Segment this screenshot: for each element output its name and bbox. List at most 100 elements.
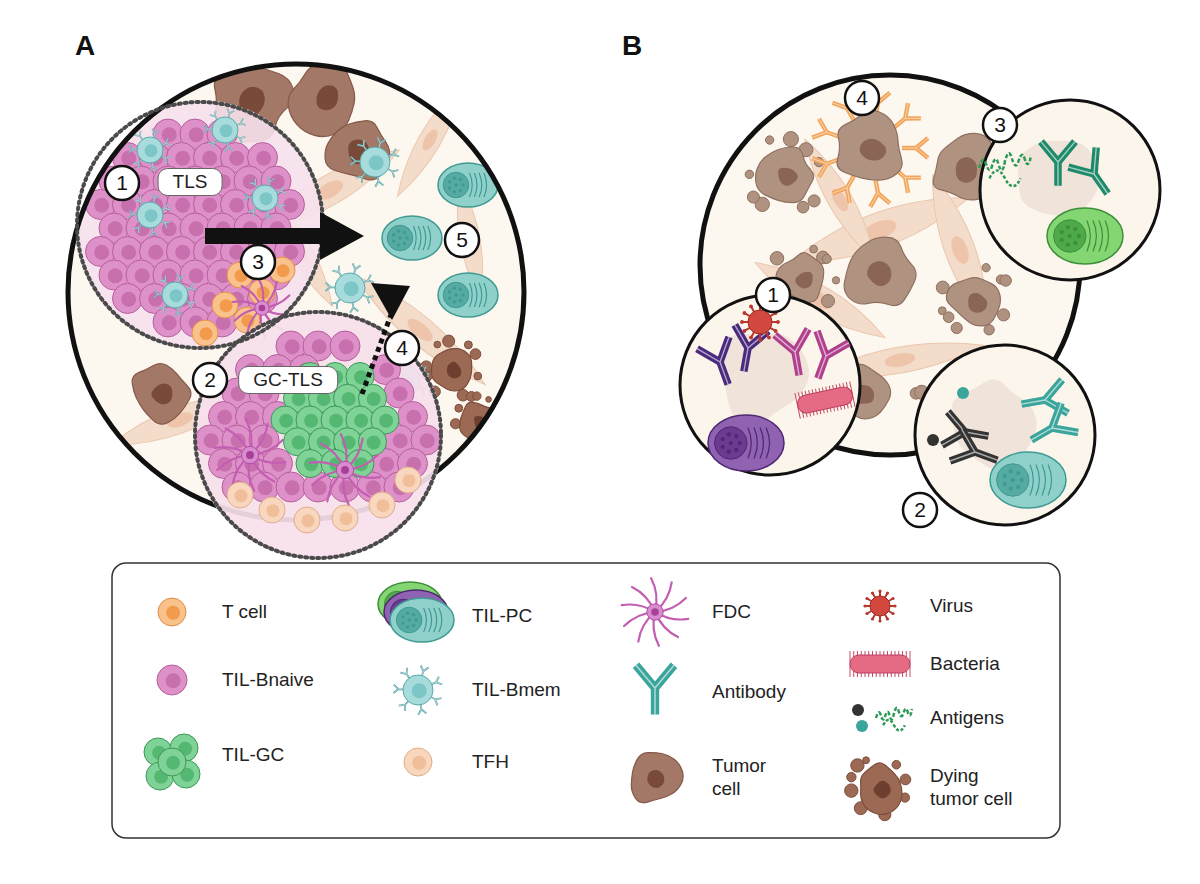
tfh-cell-nucleus <box>302 514 315 527</box>
callout-number: 1 <box>767 283 779 307</box>
naive-b-cell-nucleus <box>420 433 435 448</box>
tfh-cell <box>369 492 395 518</box>
t-cell-nucleus <box>277 264 290 277</box>
chromatin <box>403 231 406 234</box>
tumor-cell <box>288 61 354 137</box>
naive-b-cell-nucleus <box>121 198 136 213</box>
fdc-nucleus <box>259 305 266 312</box>
antibody-chain <box>866 178 890 207</box>
chromatin <box>453 286 456 289</box>
naive-b-cell-nucleus <box>285 480 300 495</box>
gc-tls-content <box>193 310 443 560</box>
panel-a-content <box>75 61 504 458</box>
chromatin <box>401 621 404 624</box>
plasma-nucleus <box>1054 220 1086 252</box>
plasma-cell <box>708 415 784 471</box>
apoptotic-body <box>486 397 492 403</box>
bacterium <box>795 381 855 418</box>
zoom-inset <box>979 100 1160 280</box>
bacterium <box>850 651 910 677</box>
naive-b-cell-nucleus <box>189 127 204 142</box>
chromatin <box>1009 469 1013 473</box>
antibody-chain <box>902 138 928 158</box>
chromatin <box>397 229 400 232</box>
chromatin <box>1066 243 1070 247</box>
naive-b-cell-nucleus <box>283 198 298 213</box>
naive-b-cell-nucleus <box>243 221 258 236</box>
gc-b-cell-nucleus <box>317 392 331 406</box>
chromatin <box>1016 471 1020 475</box>
virus-knob <box>758 302 762 306</box>
virus-knob <box>886 617 889 620</box>
er-line <box>1030 465 1033 496</box>
er-line <box>1105 221 1108 252</box>
naive-b-cell-nucleus <box>189 221 204 236</box>
tfh-cell <box>294 507 320 533</box>
memory-b-cell <box>212 117 238 143</box>
legend-text: FDC <box>712 601 751 624</box>
legend-text: T cell <box>222 601 267 624</box>
virus-knob <box>776 320 780 324</box>
apoptotic-body <box>808 195 820 207</box>
zoom-inset <box>680 295 860 475</box>
bacterium-body <box>850 655 910 673</box>
apoptotic-body <box>455 404 463 412</box>
memory-b-cell <box>252 185 278 211</box>
er-line <box>434 608 437 632</box>
er-line <box>479 283 482 307</box>
apoptotic-body <box>488 433 498 443</box>
chromatin <box>1077 234 1081 238</box>
antibody <box>1068 148 1121 204</box>
virus-knob <box>742 311 746 315</box>
apoptotic-body <box>443 335 455 347</box>
t-cell-nucleus <box>166 606 180 620</box>
apoptotic-body <box>770 252 784 266</box>
gc-b-cell-nucleus <box>329 414 343 428</box>
chromatin <box>392 233 395 236</box>
chromatin <box>405 236 408 239</box>
er-line <box>439 608 442 632</box>
naive-b-cell-nucleus <box>285 339 300 354</box>
virus-knob <box>749 304 753 308</box>
chromatin <box>1060 230 1064 234</box>
chromatin <box>461 183 464 186</box>
er-line <box>760 428 763 459</box>
t-cell-nucleus <box>200 327 213 340</box>
gc-b-cell-nucleus <box>292 435 306 449</box>
naive-b-cell-nucleus <box>135 174 150 189</box>
legend-text: TFH <box>472 751 509 774</box>
legend-text: Virus <box>930 595 973 618</box>
tumor-nucleus <box>795 272 812 288</box>
antibody-highlight <box>866 178 890 207</box>
tumor-cell <box>132 363 191 424</box>
dotted-boundary <box>195 312 441 558</box>
legend-icons <box>144 578 912 820</box>
chromatin <box>403 242 406 245</box>
fdc-body <box>647 604 663 620</box>
gc-b-cell-nucleus <box>342 392 356 406</box>
apoptotic-body <box>900 774 911 785</box>
legend-text: Antigens <box>930 707 1004 730</box>
fibroblast <box>388 78 472 202</box>
fibroblast-nucleus <box>419 127 440 153</box>
callout-number: 5 <box>456 228 468 252</box>
er-line <box>1048 465 1051 496</box>
er-line <box>428 226 431 250</box>
chromatin <box>412 613 415 616</box>
antibody <box>636 665 674 714</box>
naive-b-cell-nucleus <box>94 245 109 260</box>
apoptotic-body <box>747 191 759 203</box>
callout-number: 4 <box>856 86 868 110</box>
naive-b-cell-nucleus <box>312 339 327 354</box>
chromatin <box>721 445 725 449</box>
tumor-nucleus <box>151 383 172 404</box>
plasma-nucleus <box>443 282 469 308</box>
t-cell <box>227 262 253 288</box>
virus-knob <box>891 597 894 600</box>
antigen <box>856 720 868 732</box>
naive-b-cell-nucleus <box>393 386 408 401</box>
chromatin <box>448 186 451 189</box>
naive-b-cell-nucleus <box>271 457 286 472</box>
naive-b-cell-nucleus <box>216 221 231 236</box>
tumor-cell <box>861 763 902 815</box>
